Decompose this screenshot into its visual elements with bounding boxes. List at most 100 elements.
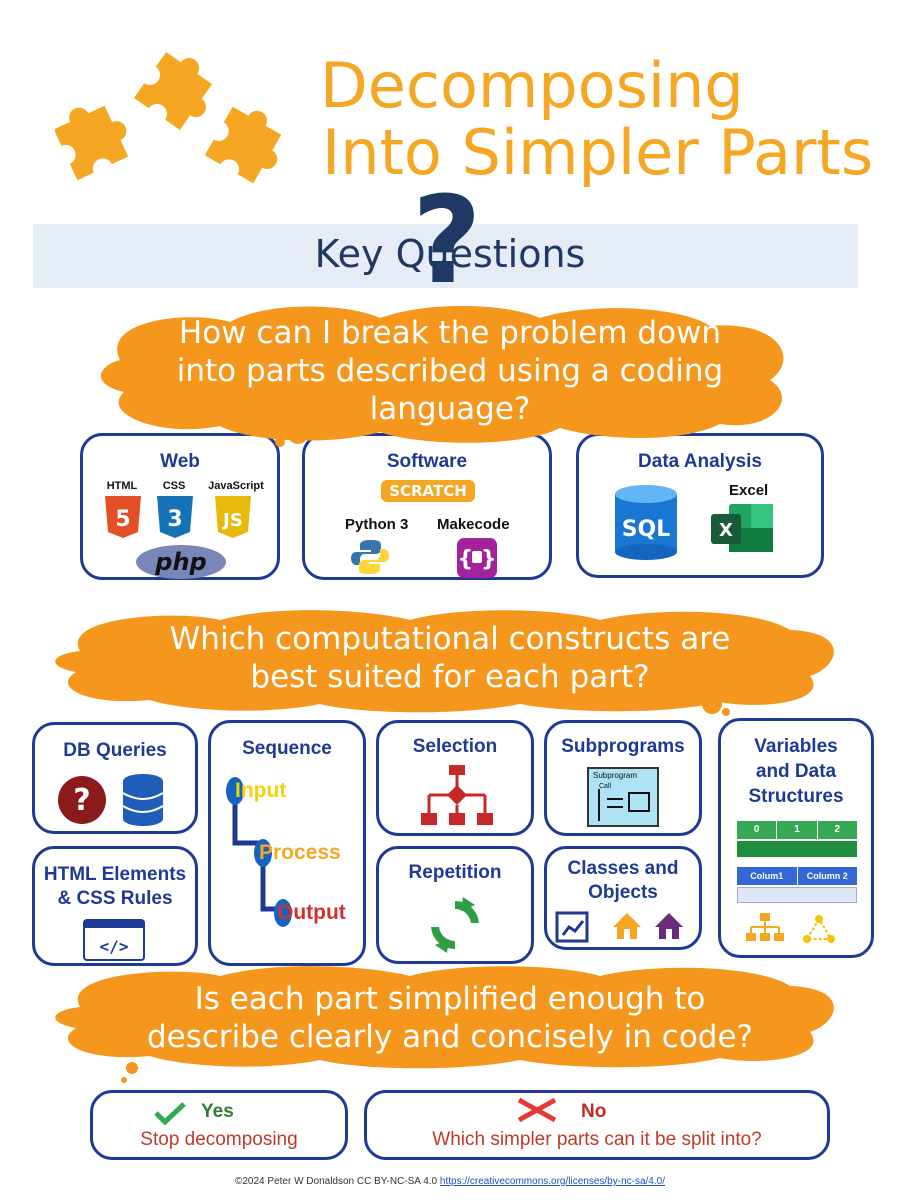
flowchart-icon (421, 765, 493, 825)
css3-icon: 3 (157, 496, 193, 538)
data-analysis-box: Data Analysis SQL Excel X (576, 433, 824, 578)
repetition-title: Repetition (408, 862, 502, 883)
table-row (737, 887, 857, 903)
svg-text:?: ? (73, 783, 90, 818)
software-box: Software SCRATCH Python 3 Makecode { } (302, 433, 552, 580)
web-title: Web (160, 451, 200, 472)
software-title: Software (386, 451, 468, 472)
yes-label: Yes (201, 1101, 234, 1122)
question-1-line2: into parts described using a coding (176, 353, 724, 389)
array-header: 0 1 2 (737, 821, 857, 839)
html-css-title-line1: HTML Elements (43, 864, 187, 885)
python-icon (351, 540, 389, 574)
house-purple-icon (655, 913, 683, 939)
code-window-icon: </> (83, 919, 145, 961)
key-questions-heading: Key Questions (314, 232, 586, 276)
subprogram-diagram: Subprogram Call (587, 767, 659, 827)
footer-credit: ©2024 Peter W Donaldson CC BY-NC-SA 4.0 (235, 1176, 438, 1187)
question-3-line1: Is each part simplified enough to (194, 981, 706, 1017)
yes-answer-box: Yes Stop decomposing (90, 1090, 348, 1160)
svg-text:</>: </> (100, 937, 129, 956)
cross-icon (517, 1097, 557, 1123)
classes-title-line2: Objects (588, 882, 658, 903)
footer: ©2024 Peter W Donaldson CC BY-NC-SA 4.0 … (0, 1176, 900, 1187)
data-analysis-title: Data Analysis (638, 451, 762, 472)
question-1-line3: language? (369, 391, 531, 427)
subprogram-call-label: Call (599, 783, 612, 790)
question-cloud-2 (55, 610, 834, 714)
svg-text:3: 3 (167, 507, 182, 532)
database-icon (122, 774, 164, 826)
html5-icon: 5 (105, 496, 141, 538)
variables-title-line3: Structures (748, 786, 844, 807)
php-label: php (154, 548, 206, 576)
question-1-line1: How can I break the problem down (178, 315, 722, 351)
question-3-line2: describe clearly and concisely in code? (146, 1019, 754, 1055)
array-values (737, 841, 857, 857)
selection-box: Selection (376, 720, 534, 836)
table-col1: Colum1 (737, 867, 798, 885)
css-label: CSS (162, 480, 186, 492)
subprograms-title: Subprograms (561, 736, 685, 757)
makecode-icon: { } (457, 538, 497, 578)
license-link[interactable]: https://creativecommons.org/licenses/by-… (439, 1176, 665, 1187)
puzzle-icon (55, 45, 295, 189)
excel-icon: X (711, 504, 773, 552)
graph-icon (803, 915, 835, 943)
array-index-0: 0 (737, 821, 778, 839)
html-label: HTML (106, 480, 138, 492)
sequence-process-label: Process (259, 841, 341, 864)
variables-title-line2: and Data (755, 761, 837, 782)
python-label: Python 3 (345, 516, 409, 533)
sql-label: SQL (622, 517, 671, 542)
no-text: Which simpler parts can it be split into… (432, 1129, 762, 1150)
db-queries-box: DB Queries ? (32, 722, 198, 834)
house-orange-icon (613, 913, 641, 939)
question-cloud-1 (100, 305, 784, 447)
page-title-line1: Decomposing (320, 49, 744, 122)
variables-box: Variables and Data Structures 0 1 2 Colu… (718, 718, 874, 958)
question-mark-icon: ? (412, 172, 482, 311)
scratch-logo: SCRATCH (381, 480, 475, 502)
classes-box: Classes and Objects (544, 846, 702, 950)
svg-text:JS: JS (221, 510, 243, 531)
sql-database-icon: SQL (615, 485, 677, 560)
subprograms-box: Subprograms Subprogram Call (544, 720, 702, 836)
repetition-box: Repetition (376, 846, 534, 964)
thought-bubble-dots-3 (121, 1062, 138, 1083)
blueprint-icon (555, 911, 589, 943)
question-2-line2: best suited for each part? (250, 659, 650, 695)
variables-title-line1: Variables (754, 736, 838, 757)
array-index-1: 1 (777, 821, 818, 839)
javascript-icon: JS (215, 496, 251, 538)
selection-title: Selection (412, 736, 498, 757)
yes-text: Stop decomposing (140, 1129, 298, 1150)
subprogram-call-icon (598, 789, 650, 821)
sequence-title: Sequence (242, 738, 332, 759)
svg-text:5: 5 (115, 507, 130, 532)
table-col2: Column 2 (797, 867, 857, 885)
page-title-line2: Into Simpler Parts (322, 116, 874, 189)
db-queries-title: DB Queries (63, 740, 167, 761)
sequence-output-label: Output (277, 901, 346, 924)
sequence-input-label: Input (235, 779, 287, 802)
key-questions-band (33, 224, 858, 288)
sequence-box: Sequence Input Process Output (208, 720, 366, 966)
no-label: No (581, 1101, 607, 1122)
no-answer-box: No Which simpler parts can it be split i… (364, 1090, 830, 1160)
classes-title-line1: Classes and (567, 858, 679, 879)
table-header: Colum1 Column 2 (737, 867, 857, 885)
html-css-box: HTML Elements & CSS Rules </> (32, 846, 198, 966)
question-circle-icon: ? (58, 776, 106, 824)
tree-icon (746, 913, 784, 941)
js-label: JavaScript (208, 480, 264, 492)
subprogram-diagram-label: Subprogram (593, 771, 638, 780)
checkmark-icon (154, 1102, 186, 1125)
makecode-label: Makecode (437, 516, 510, 533)
web-box: Web HTML 5 CSS 3 JavaScript JS php (80, 433, 280, 580)
refresh-icon (431, 897, 479, 953)
sequence-diagram (226, 777, 292, 927)
array-index-2: 2 (817, 821, 857, 839)
question-2-line1: Which computational constructs are (169, 621, 731, 657)
